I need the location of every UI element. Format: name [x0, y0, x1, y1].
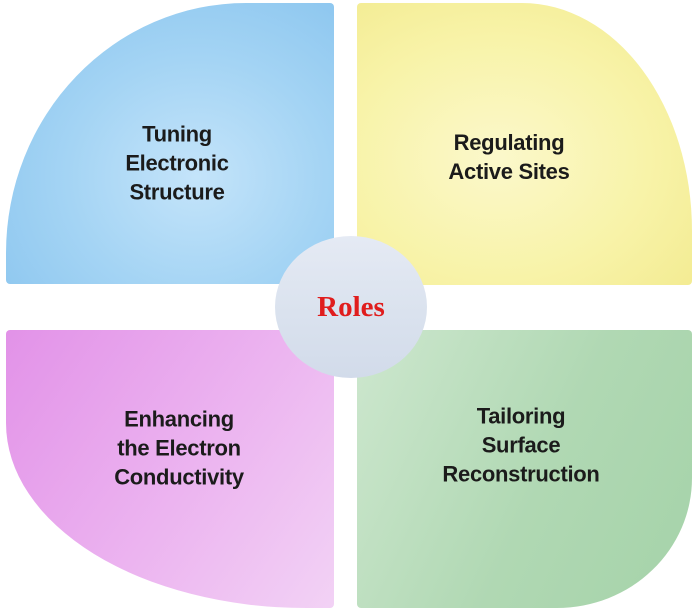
- quadrant-enhancing-electron-conductivity: Enhancing the Electron Conductivity: [6, 330, 334, 608]
- quadrant-label-tuning-electronic-structure: Tuning Electronic Structure: [125, 120, 229, 207]
- quadrant-tailoring-surface-reconstruction: Tailoring Surface Reconstruction: [357, 330, 692, 608]
- quadrant-label-tailoring-surface-reconstruction: Tailoring Surface Reconstruction: [442, 402, 599, 489]
- label-line: Tailoring: [476, 403, 566, 429]
- quadrant-label-regulating-active-sites: Regulating Active Sites: [448, 128, 569, 186]
- quadrant-label-enhancing-electron-conductivity: Enhancing the Electron Conductivity: [114, 405, 244, 492]
- quadrant-regulating-active-sites: Regulating Active Sites: [357, 3, 692, 285]
- label-line: Regulating: [453, 130, 565, 155]
- label-line: Enhancing: [124, 406, 234, 432]
- label-line: Conductivity: [114, 464, 244, 490]
- label-line: Tuning: [142, 121, 212, 147]
- label-line: the Electron: [117, 435, 241, 461]
- label-line: Electronic: [125, 150, 229, 176]
- quadrant-tuning-electronic-structure: Tuning Electronic Structure: [6, 3, 334, 284]
- label-line: Surface: [481, 432, 561, 458]
- label-line: Active Sites: [448, 159, 570, 184]
- label-line: Structure: [129, 179, 225, 205]
- roles-center-circle: Roles: [275, 236, 427, 378]
- roles-center-label: Roles: [317, 290, 385, 323]
- label-line: Reconstruction: [442, 461, 600, 487]
